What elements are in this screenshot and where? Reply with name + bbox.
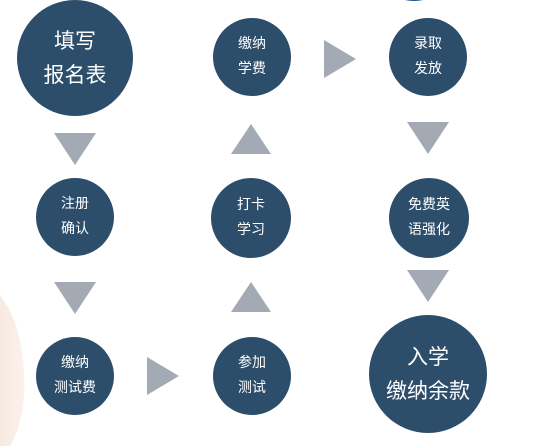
step-confirm-registration-line2: 确认 [61, 221, 89, 237]
triangle-right-icon [147, 357, 179, 395]
step-fill-form-line2: 报名表 [43, 63, 107, 87]
step-pay-tuition-line2: 学费 [238, 61, 266, 77]
step-take-test-line1: 参加 [238, 355, 266, 371]
step-confirm-registration-line1: 注册 [61, 196, 89, 212]
step-admission-issued: 录取 发放 [389, 18, 467, 96]
step-pay-test-fee-line2: 测试费 [54, 380, 96, 396]
step-enroll-pay-balance-line1: 入学 [407, 345, 449, 369]
step-admission-issued-line2: 发放 [414, 61, 442, 77]
triangle-down-icon [54, 282, 96, 314]
step-fill-form-line1: 填写 [54, 29, 96, 53]
step-admission-issued-line1: 录取 [414, 36, 442, 52]
step-pay-test-fee-line1: 缴纳 [61, 355, 89, 371]
step-fill-form: 填写 报名表 [17, 0, 133, 116]
step-pay-tuition: 缴纳 学费 [213, 18, 291, 96]
triangle-up-icon [231, 282, 271, 312]
step-pay-tuition-line1: 缴纳 [238, 36, 266, 52]
triangle-right-icon [324, 40, 356, 78]
step-pay-test-fee: 缴纳 测试费 [36, 337, 114, 415]
step-confirm-registration: 注册 确认 [36, 178, 114, 256]
decorative-shape [0, 296, 25, 446]
step-enroll-pay-balance-line2: 缴纳余款 [386, 379, 470, 403]
triangle-down-icon [54, 133, 96, 165]
step-take-test: 参加 测试 [213, 337, 291, 415]
step-check-in-study-line2: 学习 [237, 222, 265, 238]
triangle-up-icon [231, 124, 271, 154]
step-check-in-study: 打卡 学习 [211, 178, 291, 258]
step-free-english-line2: 语强化 [408, 222, 450, 238]
triangle-down-icon [407, 122, 449, 154]
step-take-test-line2: 测试 [238, 380, 266, 396]
university-logo-icon [404, 0, 424, 1]
triangle-down-icon [407, 270, 449, 302]
step-free-english-line1: 免费英 [408, 197, 450, 213]
step-enroll-pay-balance: 入学 缴纳余款 [369, 315, 487, 433]
step-free-english: 免费英 语强化 [389, 178, 469, 258]
step-check-in-study-line1: 打卡 [237, 197, 265, 213]
